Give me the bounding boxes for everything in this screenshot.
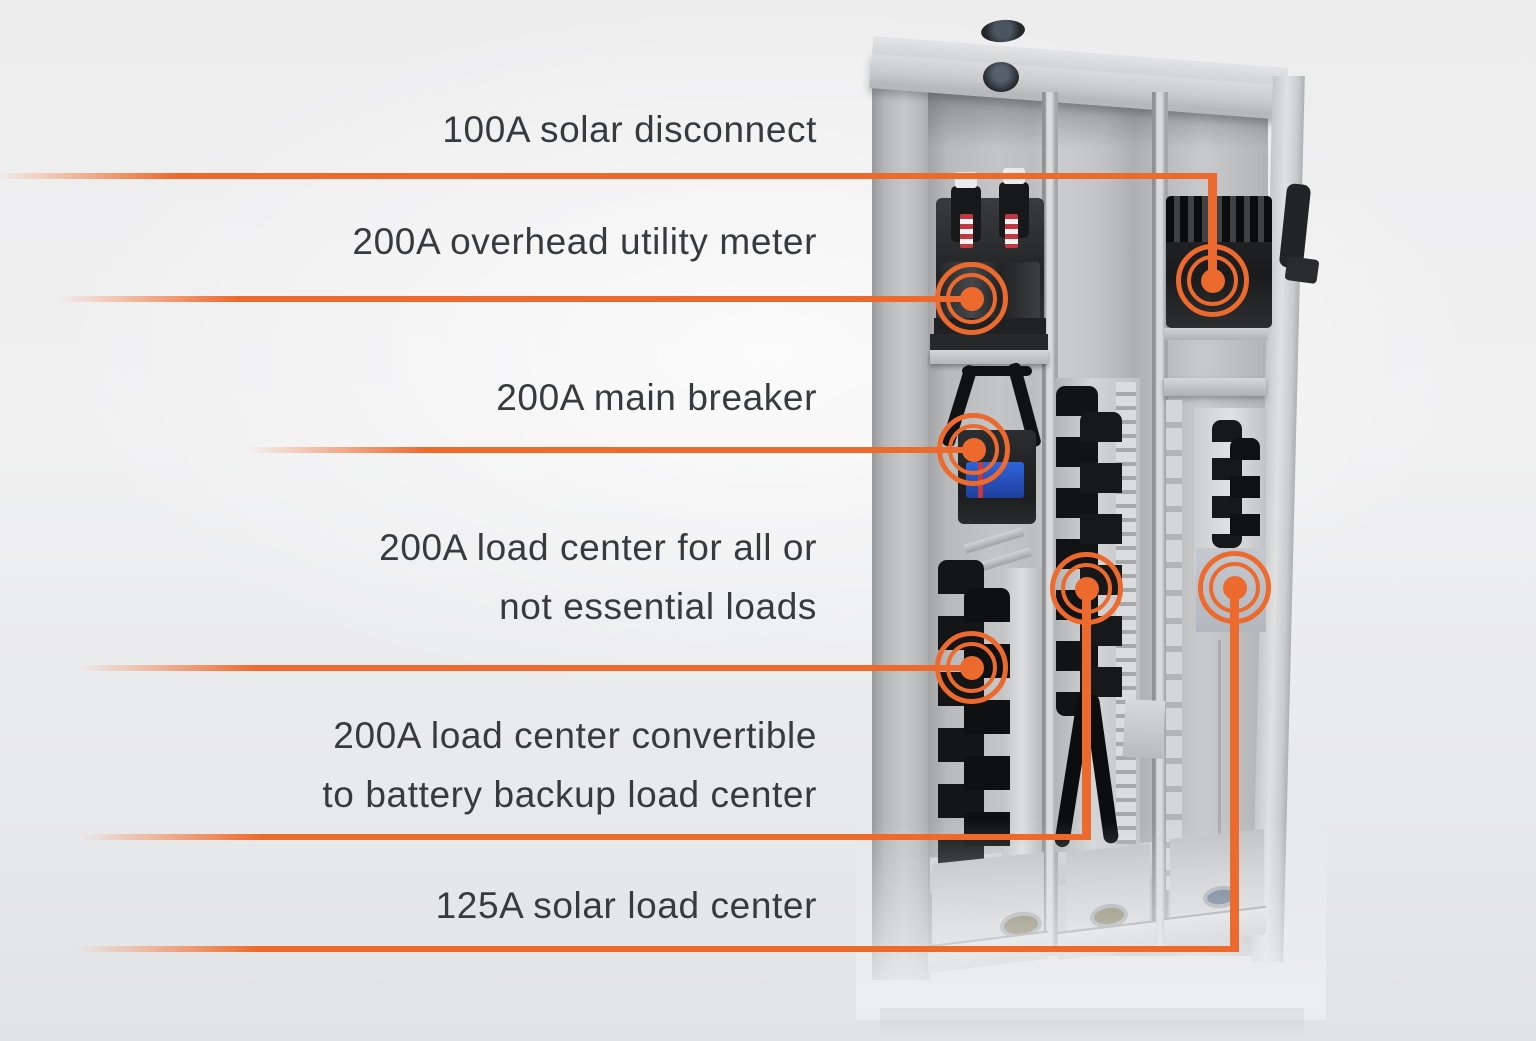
target-marker-utility-meter [935,262,1008,335]
meter-shelf [930,350,1048,364]
label-utility-meter: 200A overhead utility meter [0,212,817,271]
leader-line-main-breaker [246,447,976,453]
target-marker-main-breaker [937,413,1010,486]
label-load-center-convertible: 200A load center convertible to battery … [0,706,817,824]
target-marker-load-center-convertible [1050,552,1123,625]
meter-shelf-shadow [930,334,1048,350]
target-marker-solar-disconnect [1176,244,1249,317]
leader-line-solar-disconnect [0,173,1217,179]
leader-line-utility-meter [56,296,974,302]
leader-line-solar-load-center [78,946,1239,952]
label-solar-disconnect: 100A solar disconnect [0,100,817,159]
label-line: 125A solar load center [435,885,817,926]
label-line: 200A load center for all or [379,527,817,568]
label-line: 200A load center convertible [333,715,817,756]
label-line: 200A overhead utility meter [352,221,817,262]
disconnect-handle-grip [1284,255,1320,285]
leader-line-load-center-essential [78,665,974,671]
bottom-fade-overlay [856,820,1326,1020]
leader-line-solar-load-center-rise [1230,588,1239,952]
middle-bay-bracket [1122,698,1166,760]
label-line: not essential loads [499,586,817,627]
leader-line-load-center-convertible [80,834,1091,840]
label-line: 200A main breaker [496,377,817,418]
target-marker-solar-load-center [1198,551,1271,624]
label-solar-load-center: 125A solar load center [0,876,817,935]
leader-line-solar-disconnect-drop [1208,173,1217,283]
solar-disconnect-fins [1166,196,1272,242]
target-marker-load-center-essential [935,631,1008,704]
label-line: 100A solar disconnect [442,109,817,150]
conduit-hub-interior [983,62,1019,92]
feeder-wire-cross [962,366,1032,376]
conduit-hub-icon [980,18,1026,44]
solar-disconnect-shelf [1164,328,1268,340]
floor-reflection [880,1008,1304,1041]
label-line: to battery backup load center [322,774,817,815]
right-bay-rail-strip [1166,400,1182,890]
label-main-breaker: 200A main breaker [0,368,817,427]
right-bay-crossbar [1164,378,1266,396]
right-bay-seam [1218,640,1221,870]
solar-load-center-breakers-b [1230,438,1260,548]
phase-tag-left [960,214,973,248]
phase-tag-right [1005,214,1018,248]
leader-line-load-center-convertible-rise [1082,589,1091,840]
label-load-center-essential: 200A load center for all or not essentia… [0,518,817,636]
